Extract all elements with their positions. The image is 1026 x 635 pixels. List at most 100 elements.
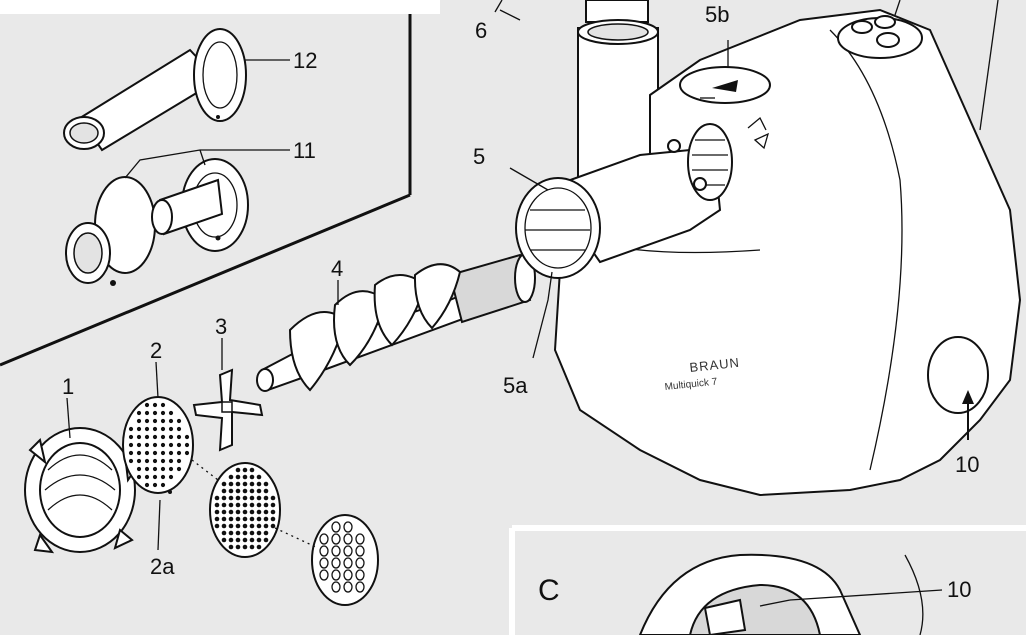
plate-hole [144,410,150,416]
plate-hole [331,521,341,533]
plate-hole [144,482,150,488]
plate-hole [168,434,174,440]
plate-hole [235,509,241,515]
plate-hole [242,474,248,480]
plate-hole [221,530,227,536]
plate-hole [176,418,182,424]
callout-3: 3 [215,314,227,339]
plate-hole [343,533,353,545]
plate-hole [144,450,150,456]
plate-hole [249,537,255,543]
plate-hole [355,581,365,593]
plate-hole [256,474,262,480]
medium-plate-part [209,462,281,558]
plate-hole [249,516,255,522]
plate-hole [221,523,227,529]
plate-hole [221,516,227,522]
plate-hole [221,537,227,543]
plate-hole [144,466,150,472]
plate-hole [168,410,174,416]
plate-hole [228,544,234,550]
plate-hole [263,516,269,522]
plate-hole [319,533,329,545]
callout-5: 5 [473,144,485,169]
plate-hole [242,502,248,508]
inset-label: C [538,574,560,607]
plate-hole [355,545,365,557]
plate-hole [168,450,174,456]
plate-hole [331,581,341,593]
inset-callout-10: 10 [947,577,971,602]
plate-hole [228,516,234,522]
plate-hole [152,450,158,456]
plate-hole [152,418,158,424]
plate-hole [221,509,227,515]
plate-hole [355,557,365,569]
plate-hole [343,545,353,557]
plate-hole [256,537,262,543]
plate-hole [221,495,227,501]
plate-hole [136,474,142,480]
plate-hole [214,495,220,501]
plate-hole [343,569,353,581]
plate-hole [160,410,166,416]
plate-hole [168,458,174,464]
plate-hole [168,418,174,424]
plate-hole [128,442,134,448]
brand-label: BRAUN [689,355,741,375]
plate-hole [176,434,182,440]
plate-hole [160,426,166,432]
callout-12: 12 [293,48,317,73]
plate-hole [249,509,255,515]
plate-hole [228,481,234,487]
sausage-filler-part [63,28,290,152]
cutting-blade-part [192,368,264,452]
plate-hole [152,410,158,416]
plate-hole [160,466,166,472]
plate-hole [263,488,269,494]
plate-hole [235,523,241,529]
plate-hole [176,426,182,432]
plate-hole [160,434,166,440]
plate-hole [249,481,255,487]
plate-hole [263,509,269,515]
plate-hole [184,442,190,448]
plate-hole [144,426,150,432]
plate-hole [270,523,276,529]
plate-hole [263,530,269,536]
plate-hole [228,502,234,508]
plate-hole [228,509,234,515]
plate-hole [136,410,142,416]
plate-hole [256,523,262,529]
plate-hole [249,474,255,480]
plate-hole [331,545,341,557]
plate-hole [235,488,241,494]
plate-hole [242,467,248,473]
inset-c-panel: C 10 [509,525,1026,635]
plate-hole [242,530,248,536]
plate-hole [176,458,182,464]
plate-hole [319,545,329,557]
plate-hole [242,488,248,494]
plate-hole [228,523,234,529]
plate-hole [221,481,227,487]
plate-hole [228,488,234,494]
plate-hole [184,434,190,440]
plate-hole [319,569,329,581]
plate-hole [249,544,255,550]
plate-hole [128,458,134,464]
plate-hole [331,569,341,581]
plate-hole [228,474,234,480]
plate-hole [176,466,182,472]
plate-hole [263,495,269,501]
plate-hole [152,458,158,464]
plate-hole [136,466,142,472]
plate-hole [355,533,365,545]
coarse-plate-part [311,514,379,606]
plate-hole [355,569,365,581]
plate-hole [136,426,142,432]
plate-hole [160,482,166,488]
plate-hole [270,516,276,522]
plate-hole [249,467,255,473]
